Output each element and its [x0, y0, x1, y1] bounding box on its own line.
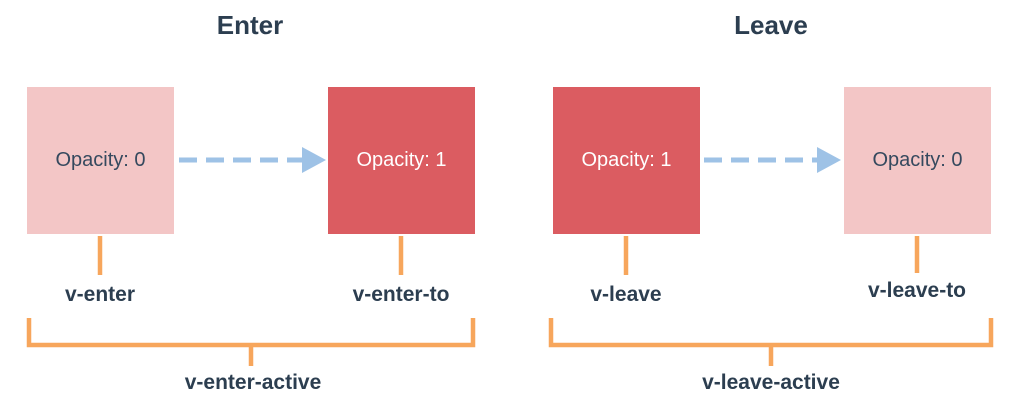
- v-leave-to-box: Opacity: 0: [844, 87, 991, 234]
- leave-section-title: Leave: [734, 10, 808, 40]
- v-enter-active-bracket: [26, 318, 476, 366]
- v-leave-opacity-label: Opacity: 1: [581, 149, 672, 171]
- enter-section-title: Enter: [216, 10, 284, 40]
- enter-arrowhead-icon: [302, 147, 326, 173]
- v-leave-active-bracket: [548, 318, 994, 366]
- v-enter-box: Opacity: 0: [27, 87, 174, 234]
- v-enter-opacity-label: Opacity: 0: [55, 149, 146, 171]
- v-enter-to-opacity-label: Opacity: 1: [356, 149, 447, 171]
- v-enter-label: v-enter: [64, 283, 136, 306]
- v-enter-to-box: Opacity: 1: [328, 87, 475, 234]
- v-leave-to-opacity-label: Opacity: 0: [872, 149, 963, 171]
- leave-arrowhead-icon: [817, 147, 841, 173]
- v-leave-to-label: v-leave-to: [867, 279, 967, 302]
- v-leave-box: Opacity: 1: [553, 87, 700, 234]
- v-enter-active-label: v-enter-active: [184, 371, 322, 394]
- v-leave-active-label: v-leave-active: [702, 371, 840, 394]
- v-enter-to-label: v-enter-to: [352, 283, 450, 306]
- v-leave-label: v-leave: [590, 283, 662, 306]
